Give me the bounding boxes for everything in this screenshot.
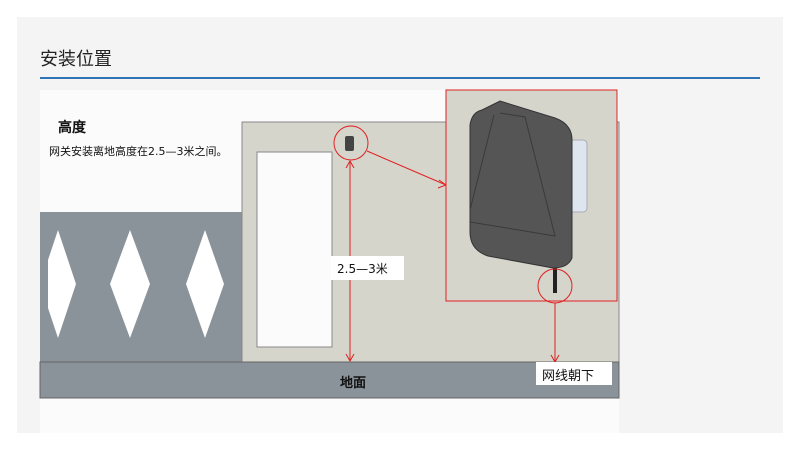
gateway-device	[469, 100, 573, 269]
cable-label-box	[536, 362, 612, 385]
page-title: 安装位置	[40, 49, 112, 70]
fence-diamond	[186, 230, 224, 338]
cable-label: 网线朝下	[542, 369, 595, 384]
ground-label: 地面	[340, 376, 367, 391]
height-label: 2.5—3米	[337, 262, 388, 276]
title-divider	[40, 77, 760, 79]
gateway-highlight-circle	[333, 125, 369, 161]
window	[256, 151, 333, 348]
network-cable	[553, 268, 557, 293]
zoom-pointer	[366, 150, 447, 186]
figure-description: 网关安装离地高度在2.5—3米之间。	[49, 145, 228, 158]
gateway-small	[345, 136, 354, 151]
fence-diamond	[110, 230, 150, 338]
figure-heading: 高度	[58, 120, 86, 136]
ground	[39, 361, 620, 399]
fence-diamond	[40, 230, 76, 338]
height-label-box	[331, 256, 404, 280]
